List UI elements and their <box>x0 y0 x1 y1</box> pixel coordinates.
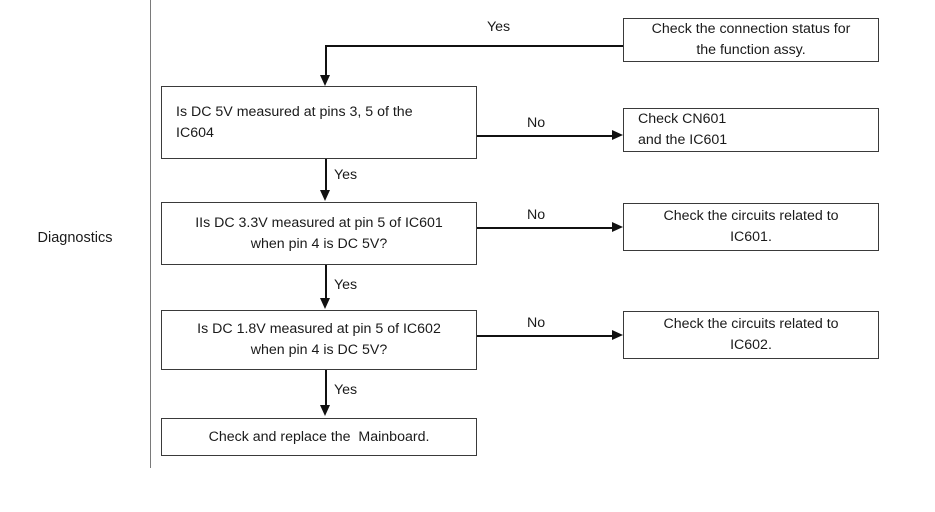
node-check-ic601-circuits-line2: IC601. <box>730 229 772 245</box>
node-check-ic601-circuits-line1: Check the circuits related to <box>663 208 839 224</box>
edge-label-yes-ic602: Yes <box>334 382 358 398</box>
edge-label-no-ic602: No <box>527 315 546 331</box>
node-check-ic602-circuits-line1: Check the circuits related to <box>663 316 839 332</box>
node-question-dc18v-ic602-line1: Is DC 1.8V measured at pin 5 of IC602 <box>197 321 441 337</box>
node-check-connection-status: Check the connection status for the func… <box>623 18 879 62</box>
node-check-cn601: Check CN601 and the IC601 <box>623 108 879 152</box>
node-check-ic602-circuits-line2: IC602. <box>730 337 772 353</box>
arrowhead-no-ic601 <box>612 222 623 232</box>
edge-label-yes-top: Yes <box>487 19 511 35</box>
edge-label-no-ic601: No <box>527 207 546 223</box>
arrowhead-yes-top <box>320 75 330 86</box>
node-check-cn601-line1: Check CN601 <box>638 111 727 127</box>
node-question-dc5v-ic604-line2: IC604 <box>176 124 214 141</box>
arrowhead-no-ic604 <box>612 130 623 140</box>
section-divider <box>150 0 151 468</box>
connector-yes-ic601-vertical <box>325 265 327 300</box>
node-question-dc33v-ic601-line2: when pin 4 is DC 5V? <box>250 235 388 252</box>
node-check-ic602-circuits: Check the circuits related to IC602. <box>623 311 879 359</box>
section-label-diagnostics: Diagnostics <box>37 230 113 246</box>
node-question-dc5v-ic604: Is DC 5V measured at pins 3, 5 of the IC… <box>161 86 477 159</box>
node-check-connection-status-line2: the function assy. <box>696 42 806 58</box>
node-check-ic601-circuits: Check the circuits related to IC601. <box>623 203 879 251</box>
connector-yes-ic602-vertical <box>325 370 327 407</box>
connector-yes-top-horizontal <box>325 45 623 47</box>
node-question-dc33v-ic601-line1: IIs DC 3.3V measured at pin 5 of IC601 <box>195 214 443 231</box>
connector-no-ic604-horizontal <box>477 135 614 137</box>
node-check-connection-status-line1: Check the connection status for <box>651 21 851 37</box>
node-question-dc5v-ic604-line1: Is DC 5V measured at pins 3, 5 of the <box>176 103 413 120</box>
node-check-mainboard: Check and replace the Mainboard. <box>161 418 477 456</box>
arrowhead-yes-ic601 <box>320 298 330 309</box>
arrowhead-yes-ic604 <box>320 190 330 201</box>
arrowhead-no-ic602 <box>612 330 623 340</box>
node-check-mainboard-line1: Check and replace the Mainboard. <box>208 428 430 445</box>
node-check-cn601-line2: and the IC601 <box>638 132 728 148</box>
arrowhead-yes-ic602 <box>320 405 330 416</box>
edge-label-yes-ic604: Yes <box>334 167 358 183</box>
connector-yes-top-vertical <box>325 45 327 77</box>
node-question-dc33v-ic601: IIs DC 3.3V measured at pin 5 of IC601 w… <box>161 202 477 265</box>
connector-no-ic601-horizontal <box>477 227 614 229</box>
edge-label-no-ic604: No <box>527 115 546 131</box>
edge-label-yes-ic601: Yes <box>334 277 358 293</box>
connector-yes-ic604-vertical <box>325 159 327 192</box>
node-question-dc18v-ic602: Is DC 1.8V measured at pin 5 of IC602 wh… <box>161 310 477 370</box>
connector-no-ic602-horizontal <box>477 335 614 337</box>
node-question-dc18v-ic602-line2: when pin 4 is DC 5V? <box>250 342 388 358</box>
